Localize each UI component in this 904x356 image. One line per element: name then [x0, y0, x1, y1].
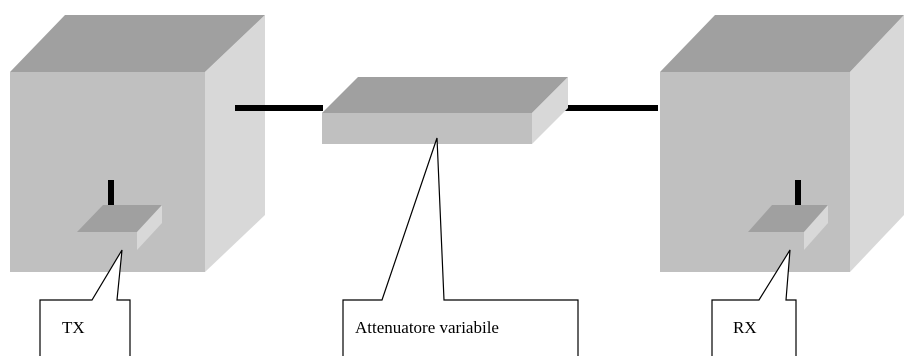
attenuator-callout-shape: [342, 137, 579, 356]
rx-label: RX: [733, 318, 757, 337]
rx-connector-front: [748, 232, 804, 250]
rx-connector-side: [804, 205, 828, 250]
tx-unit: [10, 15, 265, 272]
attenuator-box-front: [322, 113, 532, 144]
tx-connector-pin: [108, 180, 114, 216]
tx-box-side: [205, 15, 265, 272]
tx-callout: TX: [39, 249, 131, 356]
rx-box-side: [850, 15, 904, 272]
tx-connector-top: [77, 205, 162, 232]
attenuator-callout: Attenuatore variabile: [342, 137, 579, 356]
tx-connector-front: [77, 232, 137, 250]
cable-tx-attenuator: [235, 105, 323, 111]
tx-label: TX: [62, 318, 85, 337]
tx-callout-shape: [39, 249, 131, 356]
attenuator-unit: [322, 77, 568, 144]
cable-attenuator-rx: [553, 105, 658, 111]
tx-connector-side: [137, 205, 162, 250]
rx-connector-pin: [795, 180, 801, 216]
rx-callout: RX: [711, 249, 797, 356]
attenuator-label: Attenuatore variabile: [355, 318, 499, 337]
rx-callout-shape: [711, 249, 797, 356]
attenuator-box-top: [322, 77, 568, 113]
attenuator-box-side: [532, 77, 568, 144]
rx-connector-top: [748, 205, 828, 232]
rx-box-top: [660, 15, 904, 72]
rx-unit: [660, 15, 904, 272]
tx-box-top: [10, 15, 265, 72]
